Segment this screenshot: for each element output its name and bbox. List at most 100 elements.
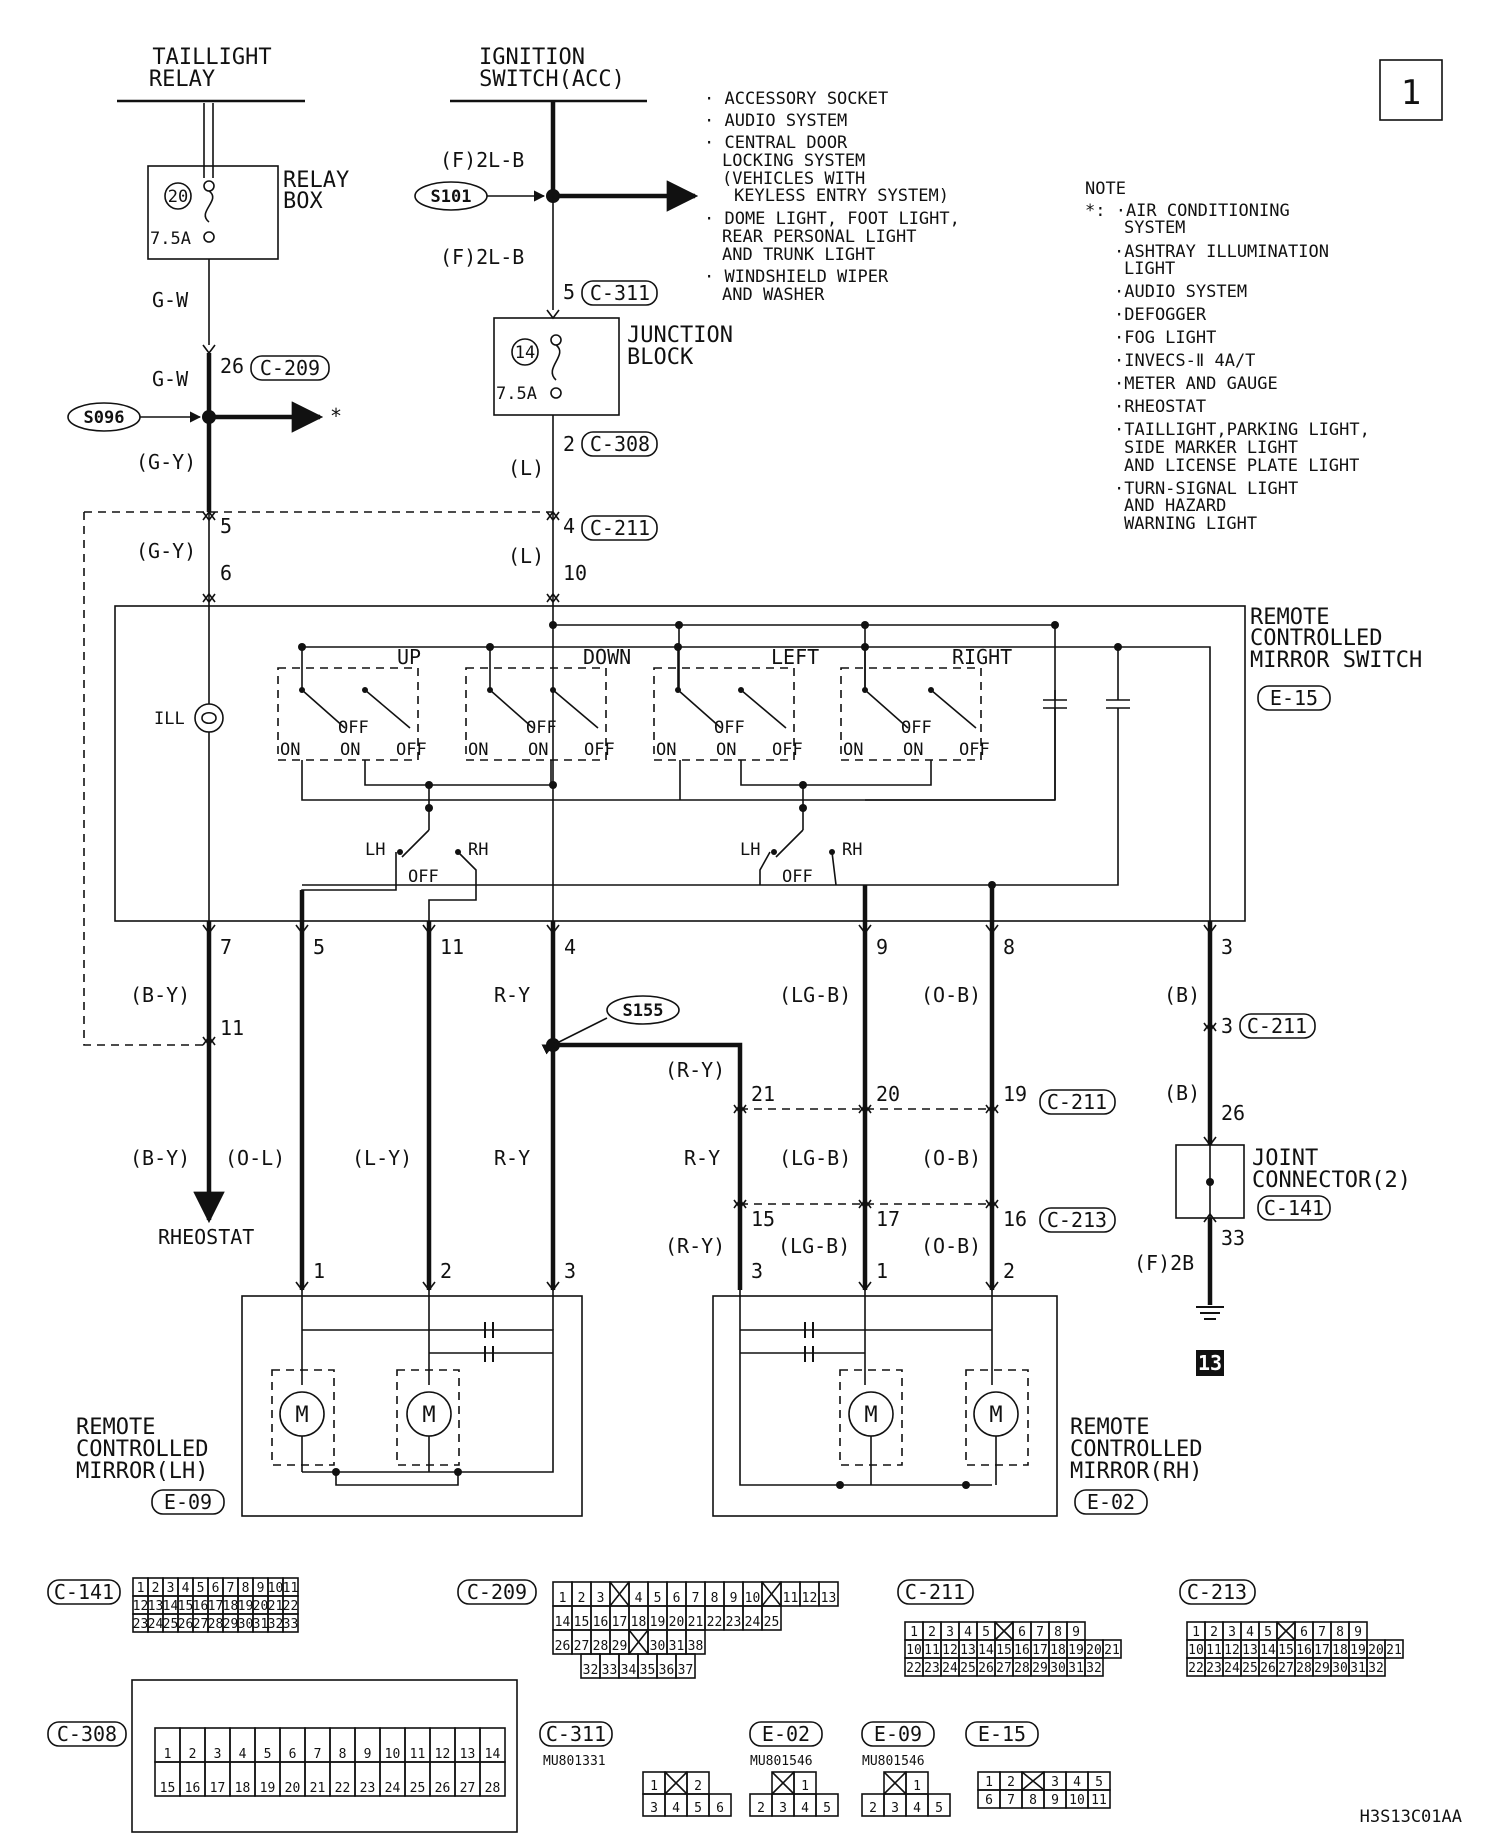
diagram-label: ON	[280, 740, 300, 760]
connector-pin-number: 24	[745, 1615, 761, 1630]
e15-face: E-15	[965, 1721, 1039, 1747]
mirror-rh-label: REMOTE	[1070, 1415, 1149, 1440]
connector-pin-number: 2	[869, 1801, 877, 1816]
pin-label: 2	[563, 432, 575, 456]
wire-label-l-2: (L)	[508, 544, 544, 568]
connector-c211: C-211	[590, 516, 650, 540]
diagram-label: (B-Y)	[130, 983, 190, 1007]
connector-pin-number: 2	[928, 1625, 936, 1640]
c311-face: C-311 MU801331	[539, 1721, 613, 1769]
wire-label-l: (L)	[508, 456, 544, 480]
c141-face: C-141	[47, 1579, 121, 1605]
connector-pin-number: 25	[960, 1661, 976, 1676]
connector-pin-number: 29	[223, 1617, 239, 1632]
connector-pin-number: 6	[716, 1801, 724, 1816]
connector-pin-number: 5	[935, 1801, 943, 1816]
diagram-label: CONTROLLED	[76, 1437, 208, 1462]
diagram-label: OFF	[901, 718, 932, 738]
connector-pin-cell	[1384, 1639, 1404, 1659]
diagram-label: ON	[903, 740, 923, 760]
connector-pin-number: 7	[314, 1747, 322, 1762]
diagram-label: C-311	[546, 1722, 606, 1746]
connector-pin-number: 14	[978, 1643, 994, 1658]
connector-pin-number: 22	[906, 1661, 922, 1676]
connector-pin-number: 14	[1260, 1643, 1276, 1658]
connector-pin-number: 24	[385, 1781, 401, 1796]
blank-cavity	[664, 1771, 688, 1795]
connector-pin-number: 2	[189, 1747, 197, 1762]
connector-pin-number: 17	[208, 1599, 224, 1614]
connector-pin-number: 4	[801, 1801, 809, 1816]
connector-pin-number: 18	[235, 1781, 251, 1796]
connector-pin-number: 1	[801, 1779, 809, 1794]
connector-pin-cell	[282, 1613, 299, 1633]
connector-pin-number: 26	[178, 1617, 194, 1632]
connector-pin-number: 14	[163, 1599, 179, 1614]
diagram-label: ·DEFOGGER	[1114, 305, 1207, 325]
connector-pin-number: 32	[583, 1663, 599, 1678]
diagram-label: LH	[365, 840, 385, 860]
ignition-switch-source: IGNITION SWITCH(ACC)	[450, 45, 647, 103]
blank-cavity	[628, 1629, 649, 1655]
connector-pin-number: 28	[1014, 1661, 1030, 1676]
connector-pin-number: 4	[182, 1581, 190, 1596]
connector-pin-number: 26	[1260, 1661, 1276, 1676]
connector-pin-number: 33	[602, 1663, 618, 1678]
blank-cavity	[609, 1581, 630, 1607]
connector-pin-number: 33	[283, 1617, 299, 1632]
connector-pin-number: 12	[802, 1591, 818, 1606]
diagram-label: (O-L)	[225, 1146, 285, 1170]
diagram-label: (L-Y)	[352, 1146, 412, 1170]
connector-pin-number: 15	[160, 1781, 176, 1796]
diagram-label: (LG-B)	[779, 983, 851, 1007]
connector-pin-number: 10	[745, 1591, 761, 1606]
blank-cavity	[883, 1771, 907, 1795]
blank-cavity	[761, 1581, 782, 1607]
connector-pin-cell	[927, 1793, 951, 1817]
connector-pin-number: 17	[1314, 1643, 1330, 1658]
connector-pin-number: 9	[1072, 1625, 1080, 1640]
connector-pin-number: 20	[1368, 1643, 1384, 1658]
connector-pin-number: 1	[913, 1779, 921, 1794]
connector-pin-number: 28	[208, 1617, 224, 1632]
connector-pin-number: 13	[1242, 1643, 1258, 1658]
relay-box-label-2: BOX	[283, 189, 323, 214]
pin-label: 5	[220, 514, 232, 538]
diagram-label: C-211	[905, 1580, 965, 1604]
connector-pin-number: 14	[485, 1747, 501, 1762]
connector-pin-number: 12	[1224, 1643, 1240, 1658]
pin-label: 26	[220, 354, 244, 378]
connector-pin-number: 8	[711, 1591, 719, 1606]
connector-pin-cell	[761, 1605, 782, 1631]
connector-pin-number: 4	[239, 1747, 247, 1762]
connector-pin-number: 28	[485, 1781, 501, 1796]
diagram-label: OFF	[772, 740, 803, 760]
connector-pin-number: 25	[410, 1781, 426, 1796]
connector-pin-number: 6	[289, 1747, 297, 1762]
connector-pin-number: 22	[283, 1599, 299, 1614]
connector-pin-number: 11	[783, 1591, 799, 1606]
diagram-label: 11	[440, 935, 464, 959]
connector-pin-number: 1	[559, 1591, 567, 1606]
connector-pin-number: 19	[1068, 1643, 1084, 1658]
connector-pin-number: 31	[669, 1639, 685, 1654]
diagram-label: OFF	[526, 718, 557, 738]
connector-pin-cell	[675, 1653, 696, 1679]
connector-pin-number: 21	[268, 1599, 284, 1614]
connector-pin-number: 11	[410, 1747, 426, 1762]
switch-group-left: LEFT ON ON OFF OFF	[653, 645, 819, 761]
connector-pin-cell	[818, 1581, 839, 1607]
motor-icon-3: M	[864, 1403, 877, 1428]
diagram-label: RH	[842, 840, 862, 860]
connector-pin-number: 23	[726, 1615, 742, 1630]
connector-pin-number: 27	[1278, 1661, 1294, 1676]
connector-pin-number: 25	[163, 1617, 179, 1632]
connector-pin-number: 31	[1350, 1661, 1366, 1676]
connector-pin-number: 17	[1032, 1643, 1048, 1658]
diagram-label: E-15	[978, 1722, 1026, 1746]
connector-pin-number: 16	[1296, 1643, 1312, 1658]
connector-pin-number: 2	[578, 1591, 586, 1606]
connector-pin-number: 19	[650, 1615, 666, 1630]
connector-pin-number: 20	[285, 1781, 301, 1796]
joint-connector-label-2: CONNECTOR(2)	[1252, 1168, 1411, 1193]
